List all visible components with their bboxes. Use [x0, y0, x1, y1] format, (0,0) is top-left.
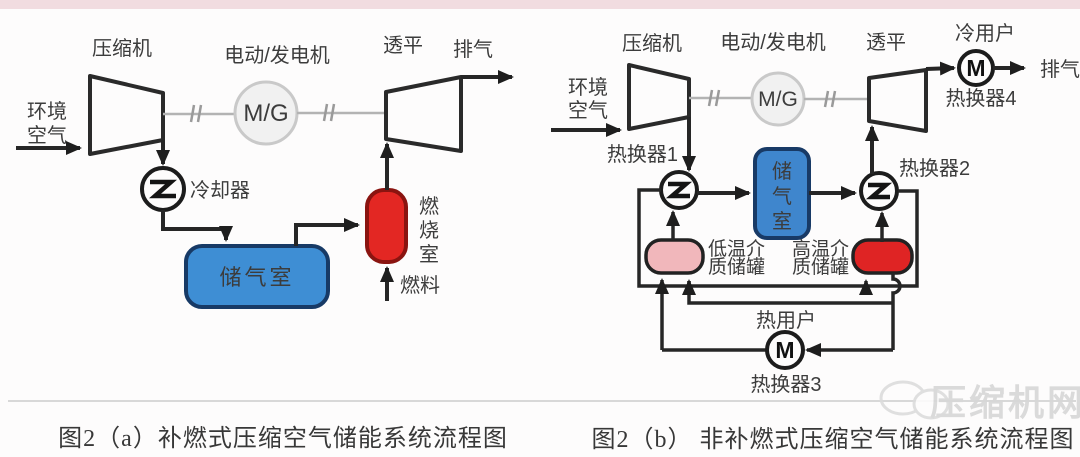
cold-tank-label-line2: 质储罐 — [708, 256, 765, 278]
hx4-m-text: M — [966, 55, 985, 81]
diagram-a-supplementary-caes: 压缩机 环境 空气 M/G 电动/发电机 透平 排气 冷却器 储气室 燃 — [16, 34, 514, 452]
exhaust-label: 排气 — [1040, 58, 1080, 81]
watermark-text: 压缩机网 — [930, 382, 1080, 423]
cold-medium-tank — [644, 238, 705, 275]
turbine-icon — [867, 68, 928, 133]
hot-tank-label-line2: 质储罐 — [792, 256, 849, 278]
ambient-air-label-line1: 环境 — [568, 76, 608, 99]
hx2-zigzag-icon — [865, 182, 893, 200]
cooler-to-storage-pipe — [161, 210, 233, 242]
turbine-label: 透平 — [866, 31, 906, 54]
diagram-b-non-supplementary-caes: 环境 空气 压缩机 M/G 电动/发电机 透平 M 冷用户 热换器4 排气 热换… — [551, 22, 1080, 453]
turbine-icon — [384, 75, 463, 153]
top-pink-bar — [0, 0, 1080, 9]
ambient-air-label-line2: 空气 — [568, 99, 608, 122]
motor-generator-label: 电动/发电机 — [224, 44, 330, 67]
combustion-chamber — [365, 188, 408, 264]
cold-tank-label-line1: 低温介 — [708, 238, 765, 260]
fuel-label: 燃料 — [400, 274, 440, 297]
storage-to-combustor-pipe — [294, 218, 360, 246]
air-storage-char3: 室 — [772, 210, 792, 233]
ambient-air-label-line2: 空气 — [27, 124, 67, 147]
compressor-label: 压缩机 — [622, 32, 682, 55]
ambient-air-label-line1: 环境 — [27, 100, 67, 123]
air-storage-tank — [184, 244, 330, 309]
cooler-zigzag-icon — [149, 179, 177, 199]
caption-b: 图2（b） 非补燃式压缩空气储能系统流程图 — [592, 426, 1075, 453]
cooler-label: 冷却器 — [190, 179, 250, 202]
air-storage-char2: 气 — [772, 185, 792, 208]
hx3-label: 热换器3 — [750, 373, 821, 396]
compressor-label: 压缩机 — [92, 37, 152, 60]
hot-medium-tank — [851, 238, 914, 275]
combustor-label-char1: 燃 — [419, 195, 439, 218]
combustor-label-char2: 烧 — [419, 219, 439, 242]
coupling-icon — [322, 103, 336, 122]
turbine-label: 透平 — [383, 34, 423, 57]
coupling-icon — [189, 104, 203, 123]
hx3-m-text: M — [775, 337, 794, 363]
hx2-label: 热换器2 — [899, 157, 970, 180]
hx1-label: 热换器1 — [607, 143, 678, 166]
cold-user-label: 冷用户 — [955, 22, 1015, 45]
air-storage-label: 储气室 — [219, 265, 294, 290]
hx1-zigzag-icon — [665, 181, 693, 199]
coupling-icon — [707, 89, 721, 107]
air-storage-char1: 储 — [772, 160, 792, 183]
hot-tank-label-line1: 高温介 — [792, 238, 849, 260]
coupling-icon — [823, 90, 837, 108]
caption-a: 图2（a）补燃式压缩空气储能系统流程图 — [58, 425, 508, 452]
watermark-logo-icon — [912, 388, 950, 420]
motor-generator-label: 电动/发电机 — [720, 31, 826, 54]
mg-text: M/G — [758, 88, 798, 111]
medium-outer-loop-pipe — [637, 188, 919, 288]
heat-user-label: 热用户 — [756, 309, 816, 332]
combustor-label-char3: 室 — [419, 243, 439, 266]
exhaust-label: 排气 — [453, 38, 493, 61]
hx3-icon — [765, 330, 805, 370]
mg-text: M/G — [243, 100, 288, 127]
turbine-to-hx4-arrow — [925, 61, 956, 76]
watermark: 压缩机网 — [879, 380, 1080, 423]
hx4-label: 热换器4 — [945, 87, 1016, 110]
